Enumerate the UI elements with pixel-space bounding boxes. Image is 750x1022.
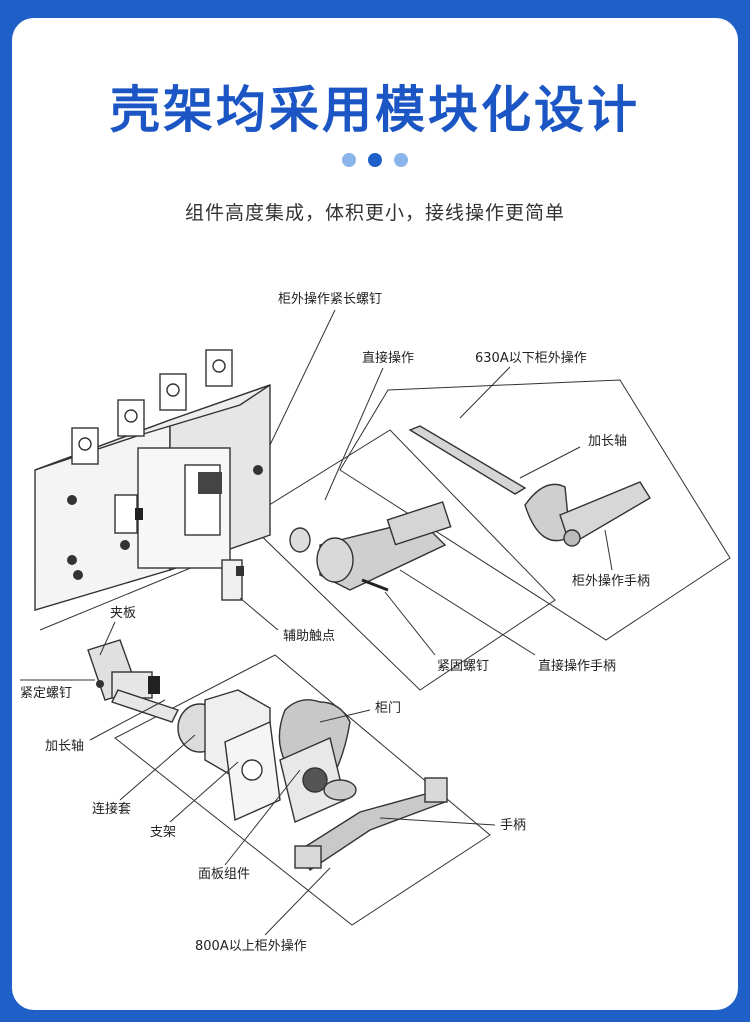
label-coupling: 连接套 — [92, 801, 131, 817]
label-handle: 手柄 — [500, 818, 526, 833]
bracket — [204, 689, 281, 822]
dot-indicator — [0, 152, 750, 167]
dot-dark-center — [368, 153, 382, 167]
leader-lines — [20, 309, 613, 936]
label-above800: 800A以上柜外操作 — [195, 938, 307, 954]
label-below630: 630A以下柜外操作 — [475, 350, 587, 366]
auxiliary-contact — [221, 559, 244, 601]
label-clamp: 夹板 — [110, 606, 136, 621]
label-aux-contact: 辅助触点 — [283, 629, 335, 644]
dot-light-left — [342, 153, 356, 167]
label-direct-op: 直接操作 — [362, 350, 414, 366]
extension-shaft-top — [408, 425, 527, 495]
switch-body — [34, 349, 271, 611]
plane-direct-op — [244, 429, 556, 691]
label-fasten-screw: 紧固螺钉 — [437, 659, 489, 674]
terminals — [71, 349, 233, 465]
external-operating-handle — [524, 481, 651, 547]
direct-operation-handle — [289, 501, 452, 592]
dot-light-right — [394, 153, 408, 167]
label-cabinet-door: 柜门 — [375, 701, 401, 716]
label-ext-handle: 柜外操作手柄 — [572, 573, 650, 589]
handle-bottom — [294, 777, 448, 872]
label-cabinet-bolt: 柜外操作紧长螺钉 — [278, 291, 382, 307]
label-set-screw: 紧定螺钉 — [20, 686, 72, 701]
plane-left-edge — [39, 559, 211, 631]
label-panel: 面板组件 — [198, 867, 250, 882]
panel-assembly — [279, 737, 357, 823]
plane-800-above — [114, 654, 491, 926]
plane-630-below — [339, 379, 731, 641]
page-title: 壳架均采用模块化设计 — [110, 81, 640, 139]
page-subtitle: 组件高度集成，体积更小，接线操作更简单 — [184, 202, 565, 224]
clamp-assembly — [87, 639, 179, 723]
label-ext-shaft-bottom: 加长轴 — [45, 739, 84, 754]
label-bracket: 支架 — [150, 825, 176, 840]
label-direct-handle: 直接操作手柄 — [538, 658, 616, 674]
label-ext-shaft-top: 加长轴 — [588, 434, 627, 449]
